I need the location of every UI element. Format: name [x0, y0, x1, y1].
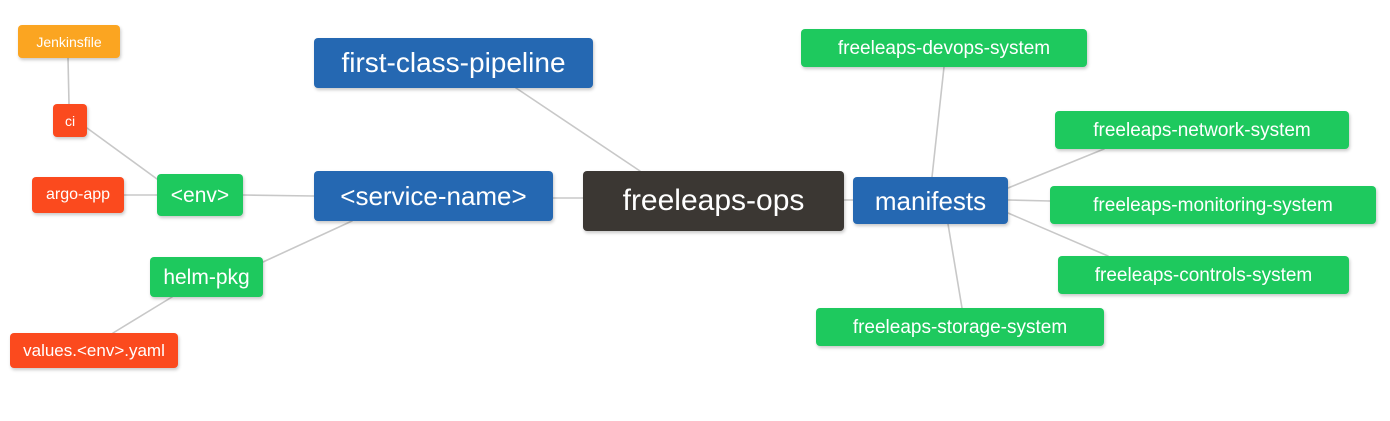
mindmap-node-helm-pkg[interactable]: helm-pkg: [150, 257, 263, 297]
mindmap-node-freeleaps-devops-system[interactable]: freeleaps-devops-system: [801, 29, 1087, 67]
edge-jenkinsfile-to-ci: [67, 57, 70, 105]
mindmap-node-label-argo-app: argo-app: [45, 186, 111, 203]
edge-ci-to-env: [86, 127, 158, 180]
edge-helm-pkg-to-values-yaml: [112, 296, 173, 334]
mindmap-node-label-jenkinsfile: Jenkinsfile: [36, 33, 102, 50]
edge-service-name-to-helm-pkg: [262, 220, 353, 263]
mindmap-node-argo-app[interactable]: argo-app: [32, 177, 124, 213]
mindmap-node-first-class-pipeline[interactable]: first-class-pipeline: [314, 38, 593, 88]
mindmap-node-label-values-yaml: values.<env>.yaml: [23, 341, 165, 360]
mindmap-node-label-freeleaps-monitoring-system: freeleaps-monitoring-system: [1093, 194, 1333, 216]
mindmap-node-label-first-class-pipeline: first-class-pipeline: [341, 47, 566, 78]
mindmap-node-label-helm-pkg: helm-pkg: [163, 265, 250, 289]
edge-first-class-pipeline-to-freeleaps-ops: [515, 87, 641, 172]
mindmap-node-label-manifests: manifests: [874, 185, 987, 216]
mindmap-node-label-freeleaps-devops-system: freeleaps-devops-system: [837, 37, 1051, 59]
mindmap-node-label-service-name: <service-name>: [340, 181, 527, 211]
mindmap-node-label-freeleaps-network-system: freeleaps-network-system: [1093, 119, 1311, 141]
mindmap-node-freeleaps-ops[interactable]: freeleaps-ops: [583, 171, 844, 231]
mindmap-node-values-yaml[interactable]: values.<env>.yaml: [10, 333, 178, 368]
edge-manifests-to-freeleaps-network-system: [1007, 148, 1105, 189]
mindmap-node-manifests[interactable]: manifests: [853, 177, 1008, 224]
mindmap-node-freeleaps-monitoring-system[interactable]: freeleaps-monitoring-system: [1050, 186, 1376, 224]
mindmap-node-label-freeleaps-controls-system: freeleaps-controls-system: [1094, 264, 1313, 286]
mindmap-node-freeleaps-storage-system[interactable]: freeleaps-storage-system: [816, 308, 1104, 346]
edge-manifests-to-freeleaps-storage-system: [947, 223, 963, 309]
mindmap-node-jenkinsfile[interactable]: Jenkinsfile: [18, 25, 120, 58]
edge-manifests-to-freeleaps-monitoring-system: [1007, 199, 1051, 202]
mindmap-node-label-freeleaps-ops: freeleaps-ops: [622, 184, 805, 217]
mindmap-node-freeleaps-network-system[interactable]: freeleaps-network-system: [1055, 111, 1349, 149]
mindmap-node-env[interactable]: <env>: [157, 174, 243, 216]
mindmap-node-ci[interactable]: ci: [53, 104, 87, 137]
mindmap-node-label-env: <env>: [170, 183, 230, 207]
edge-env-to-service-name: [242, 194, 315, 197]
edge-manifests-to-freeleaps-devops-system: [931, 66, 945, 178]
mindmap-node-service-name[interactable]: <service-name>: [314, 171, 553, 221]
mindmap-node-label-ci: ci: [64, 112, 76, 129]
mindmap-node-freeleaps-controls-system[interactable]: freeleaps-controls-system: [1058, 256, 1349, 294]
mindmap-node-label-freeleaps-storage-system: freeleaps-storage-system: [852, 316, 1068, 338]
